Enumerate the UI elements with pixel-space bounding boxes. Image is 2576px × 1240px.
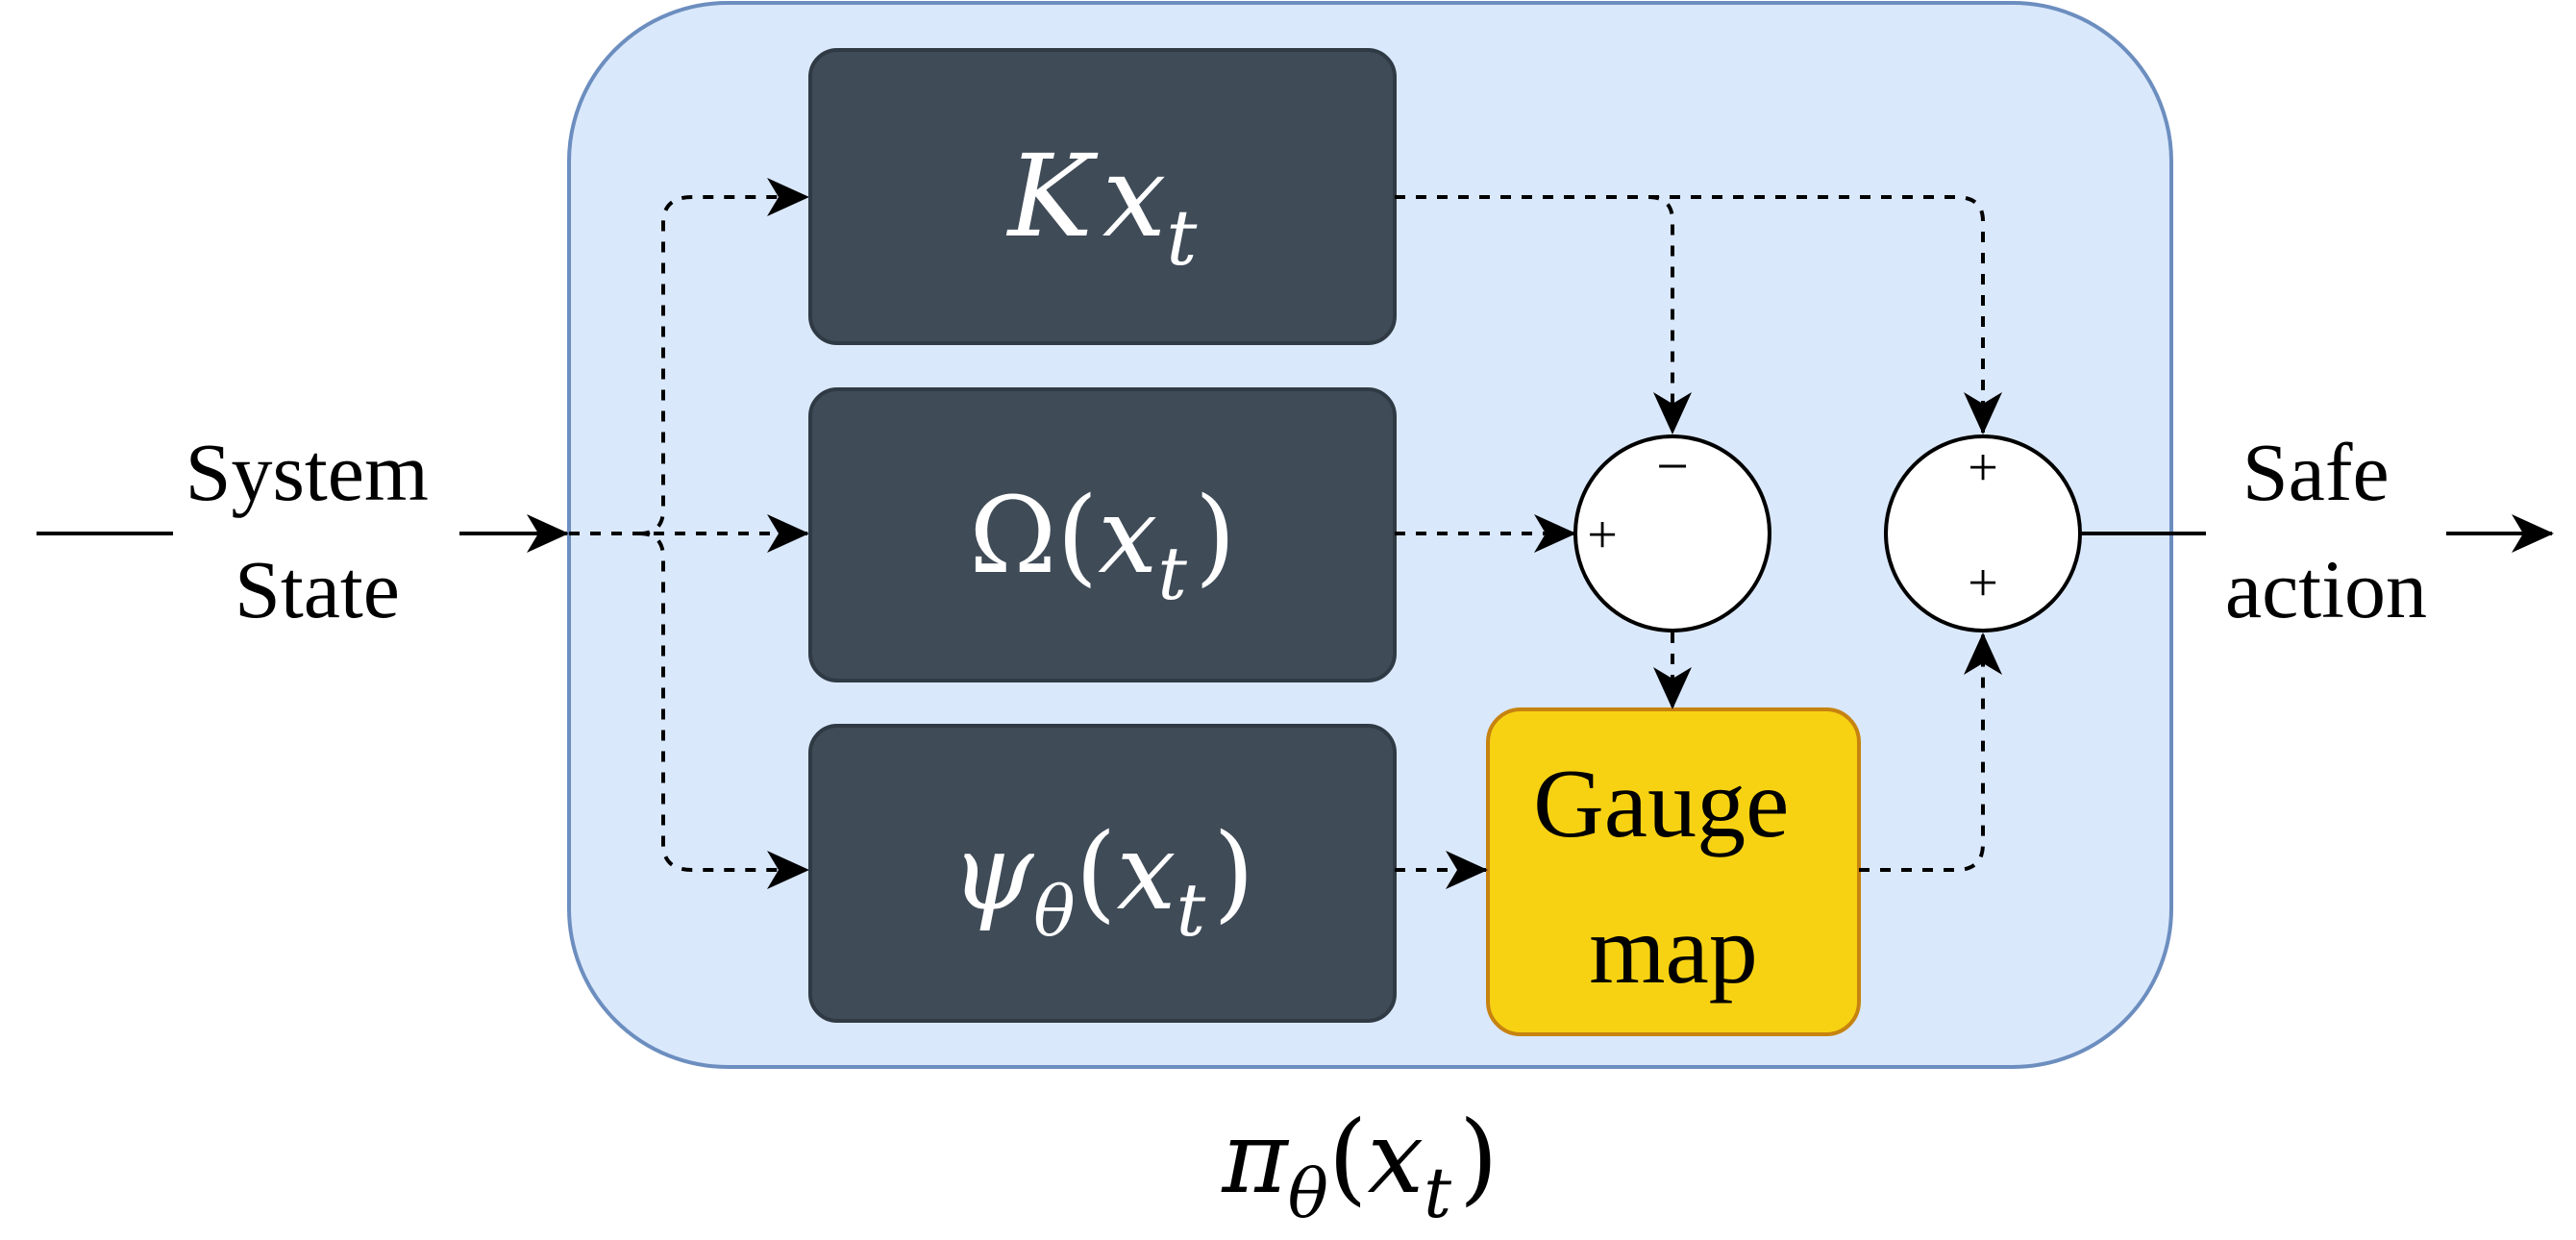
omega-block-label: Ω(xt)	[969, 474, 1236, 616]
k-block-label: Kxt	[1006, 130, 1199, 283]
psi-block	[808, 724, 1397, 1023]
right-junction-bottom-sign: +	[1968, 554, 1998, 613]
policy-label: πθ(xt)	[1221, 1099, 1498, 1233]
distribution-lines	[569, 178, 809, 889]
left-summing-junction	[1573, 434, 1771, 632]
internal-connections	[1395, 195, 2002, 889]
left-junction-top-sign: −	[1656, 434, 1689, 498]
left-junction-left-sign: +	[1587, 506, 1618, 565]
psi-block-label: ψθ(xt)	[951, 810, 1254, 953]
safe-action-label: Safe action	[2225, 426, 2427, 635]
system-state-label: System State	[186, 426, 450, 635]
gauge-map-label: Gauge map	[1533, 750, 1814, 1004]
right-junction-top-sign: +	[1968, 438, 1998, 498]
